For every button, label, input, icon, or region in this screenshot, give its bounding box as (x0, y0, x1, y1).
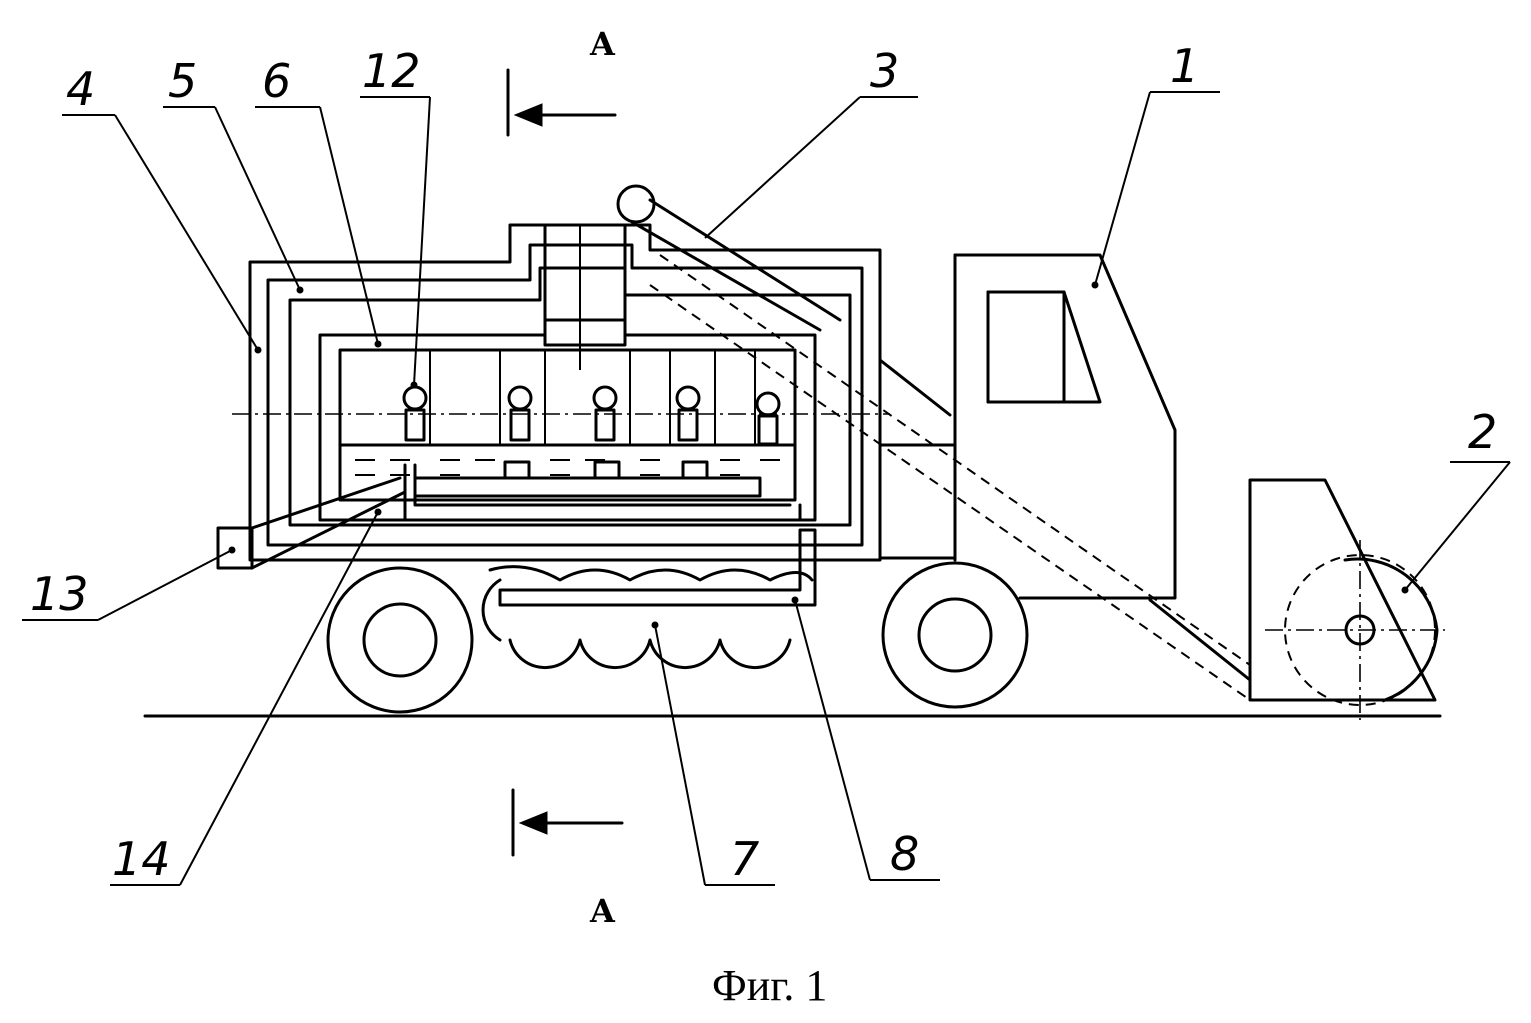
callout-4: 4 (66, 62, 95, 116)
callout-1: 1 (1170, 39, 1199, 93)
section-label-top: A (589, 25, 616, 63)
callout-7: 7 (730, 832, 759, 886)
callout-2: 2 (1468, 405, 1497, 459)
rear-wheel (326, 566, 474, 714)
tank-body (248, 223, 882, 562)
callout-8: 8 (890, 827, 919, 881)
callout-labels: 1 2 3 4 5 6 12 13 14 7 8 (30, 39, 1497, 886)
nozzle (507, 385, 533, 442)
nozzle (675, 385, 701, 442)
nozzle (592, 385, 618, 442)
callout-12: 12 (362, 44, 421, 98)
nozzle (755, 391, 781, 446)
compartments (338, 350, 797, 498)
callout-6: 6 (262, 54, 291, 108)
rear-outlet (216, 463, 802, 570)
truck-cab (878, 253, 1177, 600)
roller-assembly (481, 528, 817, 670)
front-brush-unit (1248, 478, 1445, 720)
section-label-bottom: A (589, 892, 616, 930)
front-wheel (881, 561, 1029, 709)
callout-3: 3 (870, 44, 899, 98)
figure-caption: Фиг. 1 (712, 961, 827, 1010)
leader-lines (22, 91, 1511, 886)
callout-5: 5 (168, 54, 197, 108)
callout-13: 13 (30, 567, 89, 621)
section-marker-bottom: A (511, 788, 624, 930)
boom (616, 184, 1252, 701)
callout-14: 14 (112, 832, 171, 886)
section-marker-top: A (506, 25, 617, 137)
